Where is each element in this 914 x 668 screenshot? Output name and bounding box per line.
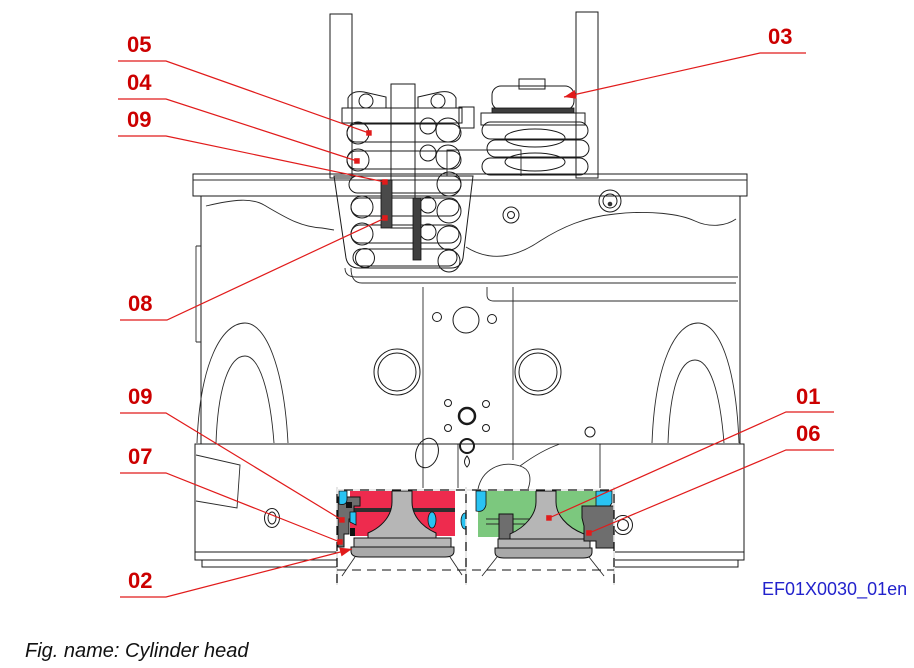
body-internal-details	[196, 189, 740, 488]
head-body	[195, 195, 741, 445]
left-valve-spring-assembly	[341, 83, 463, 273]
stud-left	[329, 13, 353, 179]
callout-label-02: 02	[128, 568, 152, 593]
valve-section-window	[336, 487, 615, 585]
exhaust-valve-section	[337, 489, 466, 578]
figure-code: EF01X0030_01en	[762, 579, 907, 600]
spring-pocket	[333, 175, 474, 269]
callout-label-05: 05	[127, 32, 151, 57]
callout-label-04: 04	[127, 70, 152, 95]
callout-labels: 05 04 09 08 03 09 07 02 01 06	[127, 24, 820, 593]
callout-label-01: 01	[796, 384, 820, 409]
leader-06	[588, 449, 834, 534]
arrowhead-02	[339, 547, 352, 557]
intake-valve-section	[466, 489, 615, 578]
leader-07	[120, 472, 341, 543]
leader-09-bottom	[120, 412, 343, 521]
center-casting-details	[446, 106, 522, 176]
head-top-deck	[192, 173, 748, 197]
callout-label-06: 06	[796, 421, 820, 446]
valve-stem	[390, 83, 416, 229]
callout-markers	[337, 89, 592, 557]
leader-08	[120, 217, 386, 321]
leader-02	[120, 548, 353, 598]
figure-caption: Fig. name: Cylinder head	[25, 640, 249, 662]
leader-04	[118, 98, 358, 162]
arrowhead-03	[564, 89, 577, 99]
callout-label-09-top: 09	[127, 107, 151, 132]
callout-leaders	[118, 52, 834, 598]
leader-03	[563, 52, 806, 98]
leader-05	[118, 60, 370, 134]
callout-label-07: 07	[128, 444, 152, 469]
leader-01	[548, 411, 834, 519]
callout-label-03: 03	[768, 24, 792, 49]
callout-label-08: 08	[128, 291, 152, 316]
section-border-lines	[336, 487, 615, 585]
stud-right	[575, 11, 599, 179]
leader-09-top	[118, 135, 386, 183]
callout-label-09-bottom: 09	[128, 384, 152, 409]
right-valve-spring	[480, 78, 590, 176]
